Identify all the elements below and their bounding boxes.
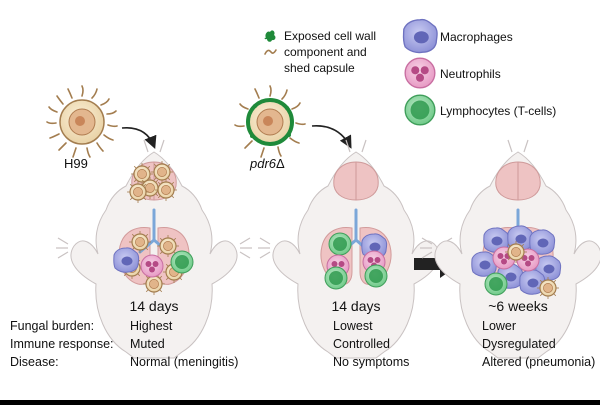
legend-cell-wall-icon (264, 30, 276, 42)
legend-cell-wall-text-3: shed capsule (284, 61, 355, 75)
legend-macrophages-label: Macrophages (440, 30, 513, 44)
legend-cell-wall-text-1: Exposed cell wall (284, 29, 376, 43)
row-label-fungal-burden: Fungal burden: (10, 319, 94, 333)
pdr6-infection-arrow (311, 125, 352, 149)
legend-lymphocyte-icon (404, 94, 436, 126)
pdr6-timepoint: 14 days (331, 298, 380, 314)
h99-fungal-cell-icon (46, 85, 118, 158)
legend-capsule-icon (264, 49, 277, 55)
pdr6-fungal-cell-icon (234, 85, 306, 158)
h99-disease: Normal (meningitis) (130, 355, 238, 369)
h99-fungal-burden: Highest (130, 319, 173, 333)
late-immune-response: Dysregulated (482, 337, 556, 351)
legend-cell-wall-text-2: component and (284, 45, 367, 59)
pdr6-fungal-burden: Lowest (333, 319, 373, 333)
h99-infection-arrow (121, 127, 157, 149)
legend-macrophage-icon (402, 18, 438, 54)
pdr6-disease: No symptoms (333, 355, 409, 369)
pdr6-strain-label: pdr6Δ (249, 156, 285, 171)
late-timepoint: ~6 weeks (488, 298, 548, 314)
row-label-disease: Disease: (10, 355, 59, 369)
row-label-immune-response: Immune response: (10, 337, 114, 351)
legend-neutrophil-icon (404, 57, 436, 89)
pdr6-immune-response: Controlled (333, 337, 390, 351)
h99-timepoint: 14 days (129, 298, 178, 314)
legend-neutrophils-label: Neutrophils (440, 67, 501, 81)
h99-strain-label: H99 (64, 156, 88, 171)
h99-immune-response: Muted (130, 337, 165, 351)
late-fungal-burden: Lower (482, 319, 516, 333)
late-disease: Altered (pneumonia) (482, 355, 595, 369)
legend-lymphocytes-label: Lymphocytes (T-cells) (440, 104, 556, 118)
